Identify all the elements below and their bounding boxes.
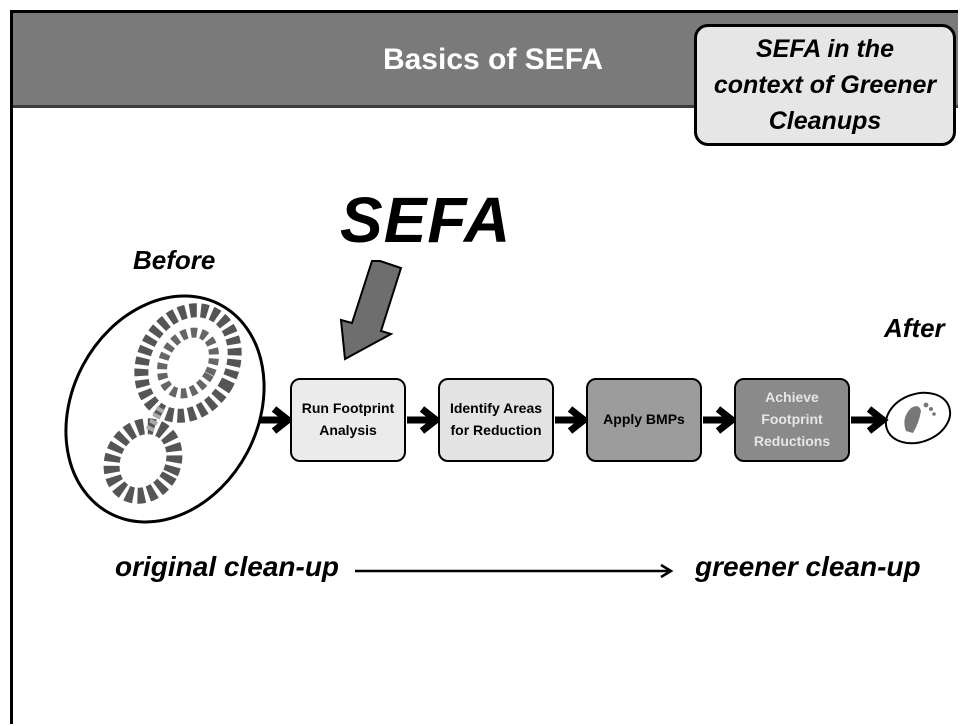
progress-arrow xyxy=(355,563,674,579)
flow-arrow xyxy=(851,406,889,434)
step-achieve-reductions: Achieve Footprint Reductions xyxy=(734,378,850,462)
page-title: Basics of SEFA xyxy=(382,43,604,76)
before-label: Before xyxy=(133,245,216,275)
step-identify-areas: Identify Areas for Reduction xyxy=(438,378,554,462)
flow-arrow xyxy=(555,406,590,434)
slide: Basics of SEFA SEFA in the context of Gr… xyxy=(10,10,958,724)
context-callout: SEFA in the context of Greener Cleanups xyxy=(694,24,956,146)
step-label: Achieve Footprint Reductions xyxy=(753,389,831,449)
greener-cleanup-label: greener clean-up xyxy=(695,551,921,582)
step-label: Run Footprint Analysis xyxy=(301,400,395,438)
flow-arrow xyxy=(259,406,294,434)
step-label: Apply BMPs xyxy=(603,411,685,428)
original-cleanup-label: original clean-up xyxy=(115,551,340,582)
sefa-label: SEFA xyxy=(340,184,512,256)
flow-arrow xyxy=(407,406,442,434)
step-run-footprint-analysis: Run Footprint Analysis xyxy=(290,378,406,462)
step-label: Identify Areas for Reduction xyxy=(449,400,543,438)
diagram-graphics xyxy=(64,260,952,579)
after-label: After xyxy=(884,313,945,343)
context-callout-text: SEFA in the context of Greener Cleanups xyxy=(713,34,937,136)
sefa-pointer-arrow xyxy=(339,260,403,361)
boot-print-icon xyxy=(64,294,266,524)
step-apply-bmps: Apply BMPs xyxy=(586,378,702,462)
footprint-icon xyxy=(884,391,952,445)
flow-arrow xyxy=(703,406,738,434)
